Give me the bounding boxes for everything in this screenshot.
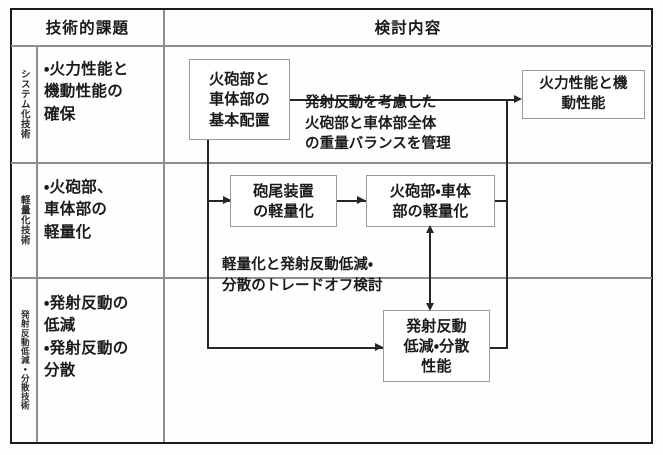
connector-recoil-to-right-spine xyxy=(490,347,508,349)
connector-right-spine xyxy=(506,99,508,348)
category-label-recoil: 発射反動低減・分散技術 xyxy=(12,278,36,442)
category-label-systemization: システム化技術 xyxy=(12,46,36,162)
flow-box-gun-body-lightening[interactable]: 火砲部・車体 部の軽量化 xyxy=(366,175,495,227)
note-tradeoff: 軽量化と発射反動低減・ 分散のトレードオフ検討 xyxy=(222,257,383,294)
category-label-lightweighting: 軽量化技術 xyxy=(12,163,36,277)
issue-cell-recoil: ・発射反動の 低減 ・発射反動の 分散 xyxy=(44,294,129,380)
header-technical-issues: 技術的課題 xyxy=(12,9,163,45)
issue-cell-systemization: ・火力性能と 機動性能の 確保 xyxy=(44,60,129,123)
header-study-content-label: 検討内容 xyxy=(374,19,442,37)
flow-box-breech-lightening-label: 砲尾装置 の軽量化 xyxy=(253,181,314,220)
arrowhead-tradeoff-down xyxy=(426,303,434,311)
grid-line-category-divider xyxy=(36,45,38,442)
flow-box-fire-mobility[interactable]: 火力性能と機 動性能 xyxy=(522,70,645,119)
arrowhead-to-gunbody xyxy=(357,196,365,204)
arrowhead-to-fire-mobility xyxy=(514,95,522,103)
connector-breech-to-gunbody xyxy=(337,200,366,202)
connector-spine-to-recoil xyxy=(207,347,383,349)
flow-box-basic-layout-label: 火砲部と 車体部の 基本配置 xyxy=(209,70,270,129)
flow-box-basic-layout[interactable]: 火砲部と 車体部の 基本配置 xyxy=(189,59,290,140)
grid-line-row1-bottom xyxy=(11,162,652,164)
grid-line-row2-bottom xyxy=(11,277,652,279)
flow-box-recoil-performance[interactable]: 発射反動 低減・分散 性能 xyxy=(383,310,490,382)
category-label-recoil-text: 発射反動低減・分散技術 xyxy=(19,309,30,411)
connector-gunbody-to-right-spine xyxy=(495,200,508,202)
connector-tradeoff-double-arrow xyxy=(429,228,431,309)
grid-line-column-divider xyxy=(163,10,165,442)
issue-cell-lightweighting: ・火砲部、 車体部の 軽量化 xyxy=(44,178,113,241)
flow-box-breech-lightening[interactable]: 砲尾装置 の軽量化 xyxy=(230,175,337,227)
connector-spine-to-breech xyxy=(207,200,231,202)
flow-box-gun-body-lightening-label: 火砲部・車体 部の軽量化 xyxy=(389,181,472,220)
header-study-content: 検討内容 xyxy=(164,9,652,45)
arrowhead-to-breech xyxy=(223,196,231,204)
grid-line-header-bottom xyxy=(11,45,652,47)
flow-box-fire-mobility-label: 火力性能と機 動性能 xyxy=(539,75,628,112)
arrowhead-to-recoil xyxy=(375,343,383,351)
category-label-lightweighting-text: 軽量化技術 xyxy=(18,195,30,245)
arrowhead-tradeoff-up xyxy=(426,225,434,233)
category-label-systemization-text: システム化技術 xyxy=(18,69,30,139)
flow-box-recoil-performance-label: 発射反動 低減・分散 性能 xyxy=(403,316,470,376)
note-weight-balance: 発射反動を考慮した 火砲部と車体部全体 の重量バランスを管理 xyxy=(305,95,451,153)
connector-left-spine xyxy=(207,140,209,349)
connector-layout-to-fire-mobility xyxy=(290,99,515,101)
header-technical-issues-label: 技術的課題 xyxy=(45,19,130,37)
